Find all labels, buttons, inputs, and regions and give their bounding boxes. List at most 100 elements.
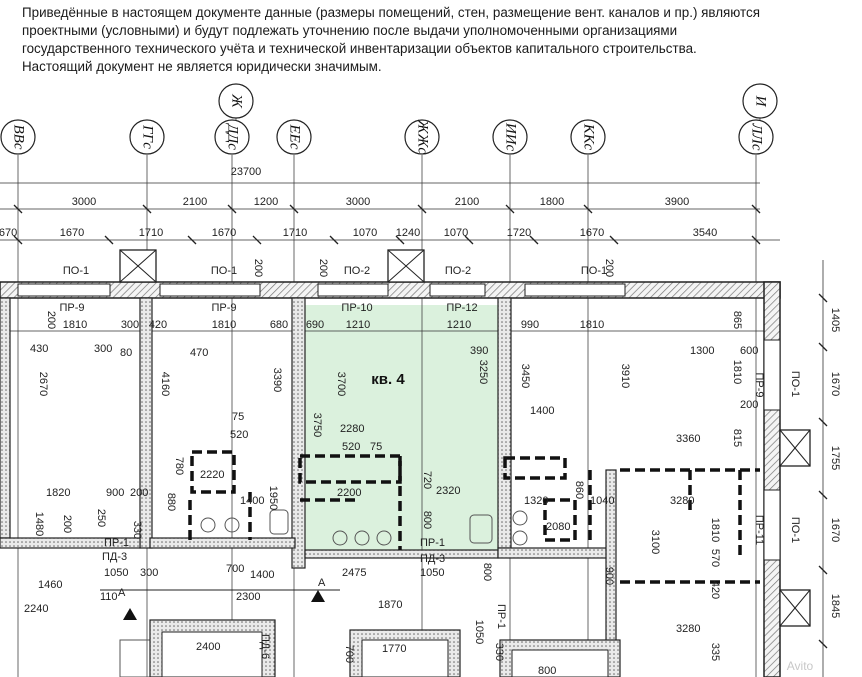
window-openings xyxy=(17,283,781,561)
dim-misc: 390 xyxy=(470,345,488,357)
section-label-a-right: А xyxy=(318,577,326,589)
dim-misc: 420 xyxy=(709,581,721,599)
dim-row1: 1200 xyxy=(254,196,278,208)
opening-label: ПО-1 xyxy=(63,265,89,277)
dim-misc: 2400 xyxy=(196,641,220,653)
section-marker-a-left xyxy=(123,608,137,620)
dim-misc: 75 xyxy=(370,441,382,453)
mark-misc: ПР-1 xyxy=(104,537,129,549)
dim-misc: 570 xyxy=(709,549,721,567)
axis-marker-iis: ИИс xyxy=(492,119,528,155)
opening-label: ПО-2 xyxy=(344,265,370,277)
axis-markers: ВВс ГГс ДДс ЕЕс ЖЖс ИИс ККс ЛЛс xyxy=(0,83,778,155)
dim-right: 1670 xyxy=(829,518,841,542)
notice-line-2: проектными (условными) и будут подлежать… xyxy=(22,23,678,38)
dim-misc: 800 xyxy=(421,511,433,529)
dim-misc: 1400 xyxy=(250,569,274,581)
lintel-label: ПР-9 xyxy=(59,302,84,314)
dim-misc: 2670 xyxy=(37,372,49,396)
axis-label-vvs: ВВс xyxy=(11,125,27,150)
axis-marker-zh: Ж xyxy=(218,83,254,119)
dim-misc: 250 xyxy=(95,509,107,527)
dim-row1: 3000 xyxy=(346,196,370,208)
dim-misc: 1770 xyxy=(382,643,406,655)
dim-misc: 2475 xyxy=(342,567,366,579)
dim-row3: 1405 xyxy=(829,308,841,332)
dim-misc: 865 xyxy=(731,311,743,329)
interior-walls xyxy=(0,297,617,677)
dim-misc: 335 xyxy=(709,643,721,661)
dim-misc: 900 xyxy=(106,487,124,499)
interior-dimension-labels: 430 300 80 470 2670 4160 3390 3700 3750 … xyxy=(24,311,758,677)
dim-misc: 3360 xyxy=(676,433,700,445)
dim-misc: 1810 xyxy=(709,518,721,542)
lower-structures xyxy=(100,589,621,677)
axis-marker-lls: ЛЛс xyxy=(738,119,774,155)
dim-misc: 800 xyxy=(538,665,556,677)
dim-misc: 2240 xyxy=(24,603,48,615)
lintel-label: ПР-10 xyxy=(341,302,372,314)
dim-misc: 300 xyxy=(94,343,112,355)
mark-misc: ПР-1 xyxy=(495,604,507,629)
axis-label-ees: ЕЕс xyxy=(287,124,303,150)
dim-misc: 800 xyxy=(481,563,493,581)
dim-row2: 1710 xyxy=(283,227,307,239)
partition-walls xyxy=(188,450,760,584)
notice-line-3: государственного технического учёта и те… xyxy=(22,41,697,56)
dim-misc: 200 xyxy=(740,399,758,411)
dim-misc: 1050 xyxy=(104,567,128,579)
dim-row2: 1070 xyxy=(444,227,468,239)
dim-row3: 1810 xyxy=(212,319,236,331)
dim-misc: 2300 xyxy=(236,591,260,603)
axis-label-zhzhs: ЖЖс xyxy=(415,119,431,154)
dim-misc: 860 xyxy=(573,481,585,499)
dim-row2: 1720 xyxy=(507,227,531,239)
dim-row3: 1810 xyxy=(580,319,604,331)
opening-label: ПО-2 xyxy=(445,265,471,277)
dimension-ticks xyxy=(13,204,828,649)
mark-misc: ПД-3 xyxy=(420,553,445,565)
dim-misc: 3280 xyxy=(676,623,700,635)
right-lintel: ПР-9 xyxy=(753,372,765,397)
mark-misc: ПР-1 xyxy=(420,537,445,549)
dim-misc: 75 xyxy=(232,411,244,423)
axis-marker-ees: ЕЕс xyxy=(276,119,312,155)
dim-misc: 600 xyxy=(740,345,758,357)
axis-marker-kks: ККс xyxy=(570,119,606,155)
axis-marker-dds: ДДс xyxy=(214,119,250,155)
dim-misc: 1950 xyxy=(267,486,279,510)
dim-misc: 520 xyxy=(230,429,248,441)
dim-row3: 1210 xyxy=(346,319,370,331)
dim-row3: 990 xyxy=(521,319,539,331)
dim-misc: 2220 xyxy=(200,469,224,481)
right-opening: ПО-1 xyxy=(789,517,801,543)
notice-line-1: Приведённые в настоящем документе данные… xyxy=(22,5,760,20)
dim-right: 1670 xyxy=(829,372,841,396)
dim-misc: 3250 xyxy=(477,360,489,384)
dim-misc: 2200 xyxy=(337,487,361,499)
dim-row2: 1070 xyxy=(353,227,377,239)
disclaimer-notice: Приведённые в настоящем документе данные… xyxy=(22,4,842,76)
dim-row3: 690 xyxy=(306,319,324,331)
dim-misc: 1320 xyxy=(524,495,548,507)
opening-label: ПО-1 xyxy=(211,265,237,277)
dim-misc: 2320 xyxy=(436,485,460,497)
dim-misc: 330 xyxy=(493,643,505,661)
dim-misc: 3700 xyxy=(335,372,347,396)
axis-label-kks: ККс xyxy=(581,123,597,151)
dim-misc: 1050 xyxy=(420,567,444,579)
opening-width: 200 xyxy=(252,259,264,277)
dim-right: 1845 xyxy=(829,594,841,618)
dim-misc: 1050 xyxy=(473,620,485,644)
dim-misc: 200 xyxy=(130,487,148,499)
dim-misc: 1400 xyxy=(240,495,264,507)
dim-row3: 200 xyxy=(45,311,57,329)
dim-row1: 1800 xyxy=(540,196,564,208)
dim-misc: 80 xyxy=(120,347,132,359)
dim-misc: 1480 xyxy=(33,512,45,536)
axis-label-dds: ДДс xyxy=(225,122,241,150)
mark-misc: ПД-3 xyxy=(102,551,127,563)
dim-misc: 3450 xyxy=(519,364,531,388)
dim-row3: 1210 xyxy=(447,319,471,331)
axis-marker-ggs: ГГс xyxy=(129,119,165,155)
